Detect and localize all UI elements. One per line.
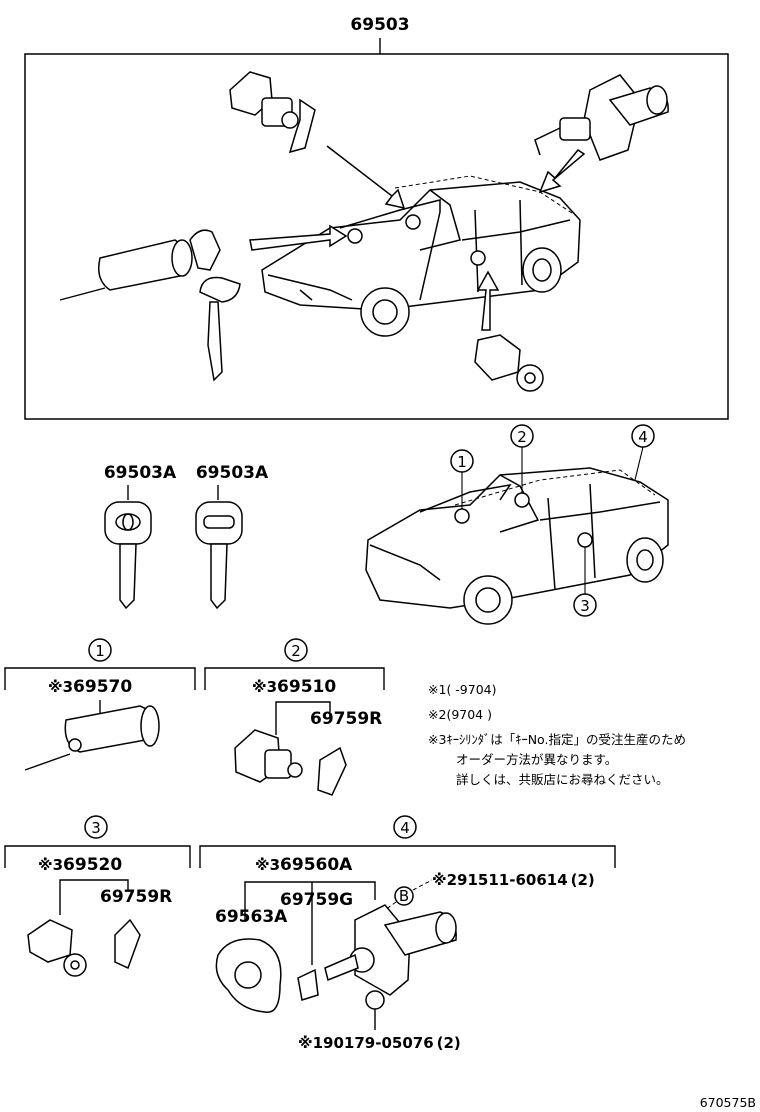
note-5: 詳しくは、共販店にお尋ねください。 (456, 772, 669, 787)
assembly-frame (24, 53, 729, 420)
svg-text:4: 4 (638, 428, 648, 446)
notes-block: ※1( -9704) ※2(9704 ) ※3ｷｰｼﾘﾝﾀﾞは「ｷｰNo.指定」… (428, 682, 686, 787)
note-4: オーダー方法が異なります。 (456, 752, 617, 767)
group-4-number: 4 (400, 819, 410, 837)
group-4-part-4: ※291511-60614(2) (432, 871, 595, 889)
note-2: ※2(9704 ) (428, 707, 492, 722)
group-4-part-1: ※369560A (255, 855, 353, 875)
ignition-cylinder-top (59, 229, 241, 382)
assembly-number-label: 69503 (350, 15, 409, 35)
group-2-part-2: 69759R (310, 709, 382, 729)
group-4-part-2: 69759G (280, 890, 353, 910)
group-2: 2 ※369510 69759R (204, 638, 385, 796)
group-1-number: 1 (95, 642, 105, 660)
group-4: 4 ※369560A 69759G 69563A B ※291511-60614… (199, 815, 616, 1052)
car-location-illustration (365, 467, 669, 625)
location-callouts: 1 2 4 3 (450, 424, 655, 617)
callout-b-icon (394, 886, 414, 906)
key-sub-icon (195, 501, 243, 610)
note-1: ※1( -9704) (428, 682, 497, 697)
door-lock-cylinder-top-left (229, 71, 316, 154)
group-2-number: 2 (291, 642, 301, 660)
car-illustration-top (261, 175, 581, 337)
group-2-part-1: ※369510 (252, 677, 336, 697)
group-3-part-2: 69759R (100, 887, 172, 907)
group-1-part-1: ※369570 (48, 677, 132, 697)
note-3: ※3ｷｰｼﾘﾝﾀﾞは「ｷｰNo.指定」の受注生産のため (428, 732, 686, 747)
svg-text:1: 1 (457, 453, 467, 471)
group-1: 1 ※369570 (4, 638, 196, 771)
trunk-lock-cylinder-top-right (534, 74, 669, 161)
group-3-part-1: ※369520 (38, 855, 122, 875)
key-label-1: 69503A (104, 463, 177, 483)
pointer-arrows (249, 145, 586, 331)
group-3-number: 3 (91, 819, 101, 837)
drawing-number: 670575B (700, 1095, 756, 1110)
group-4-part-3: 69563A (215, 907, 288, 927)
key-label-2: 69503A (196, 463, 269, 483)
key-master-icon (104, 501, 152, 610)
group-3: 3 ※369520 69759R (4, 815, 191, 977)
svg-text:3: 3 (580, 597, 590, 615)
door-lock-cylinder-top-bottom (474, 334, 544, 392)
svg-text:2: 2 (517, 428, 527, 446)
group-4-part-5: ※190179-05076(2) (298, 1034, 461, 1052)
svg-text:B: B (399, 887, 409, 905)
